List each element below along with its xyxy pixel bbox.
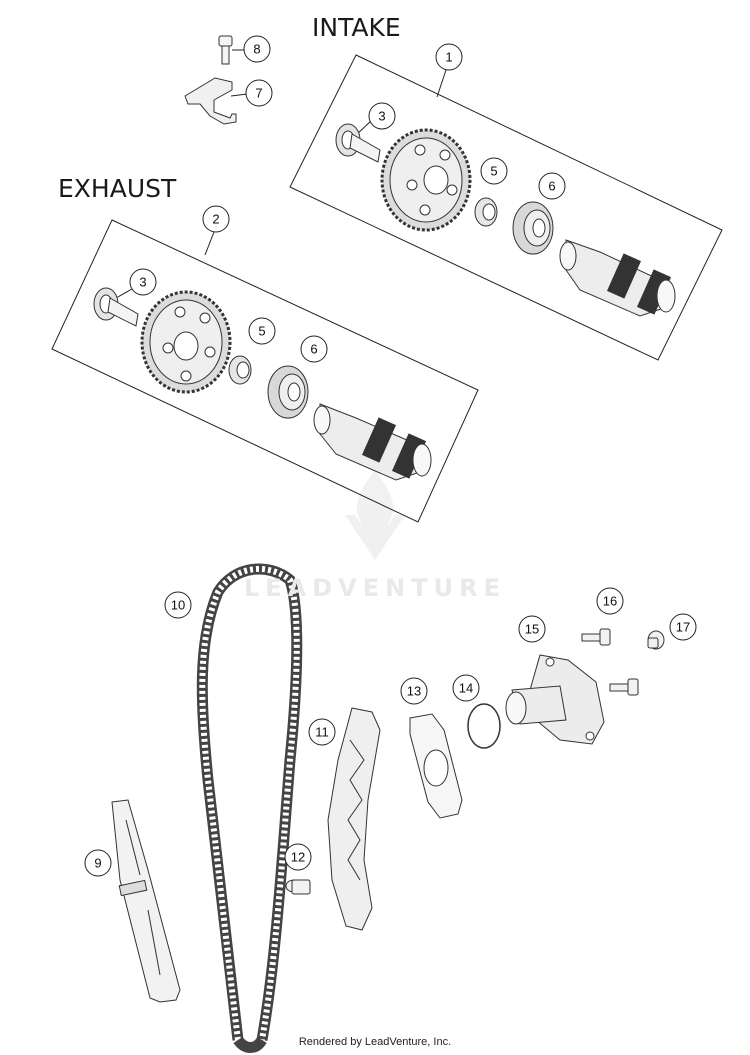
o-ring-14 (467, 703, 501, 749)
chain-guide-9 (111, 799, 181, 1003)
bearing-6-intake (512, 201, 554, 255)
seal-5-exhaust (228, 355, 252, 385)
sprocket-intake (380, 128, 472, 232)
callout-11: 11 (315, 725, 329, 740)
gasket-13 (409, 713, 463, 819)
callout-6-intake: 6 (548, 179, 555, 194)
callout-5-exhaust: 5 (258, 324, 265, 339)
bracket-7 (184, 77, 237, 125)
tensioner-rail-11 (327, 707, 381, 931)
callout-8: 8 (253, 42, 260, 57)
callout-numbers: 1 2 3 3 5 5 6 6 7 8 9 10 11 12 13 14 15 … (94, 42, 690, 871)
callout-16: 16 (603, 594, 617, 609)
intake-heading: INTAKE (312, 13, 401, 42)
chain-tensioner-15 (505, 654, 605, 745)
callout-6-exhaust: 6 (310, 342, 317, 357)
bearing-6-exhaust (267, 365, 309, 419)
seal-5-intake (474, 197, 498, 227)
camshaft-intake (559, 239, 676, 317)
callout-3-intake: 3 (378, 109, 385, 124)
callout-9: 9 (94, 856, 101, 871)
callout-17: 17 (676, 620, 690, 635)
camshaft-exhaust (313, 403, 432, 481)
leader-lines (115, 49, 447, 299)
callout-7: 7 (255, 86, 262, 101)
callout-10: 10 (171, 598, 185, 613)
callouts (84, 35, 697, 877)
bolt-8 (218, 35, 233, 65)
exhaust-assembly-frame (51, 219, 479, 523)
callout-12: 12 (291, 850, 305, 865)
callout-5-intake: 5 (490, 164, 497, 179)
washer-bolt-3-exhaust (93, 287, 139, 327)
timing-chain-10 (196, 563, 303, 1053)
exhaust-heading: EXHAUST (58, 174, 177, 203)
callout-15: 15 (525, 622, 539, 637)
bolt-16 (581, 628, 639, 696)
plug-17 (647, 630, 665, 650)
footer-credit: Rendered by LeadVenture, Inc. (298, 1036, 452, 1048)
watermark-logo (345, 470, 405, 560)
callout-13: 13 (407, 684, 421, 699)
callout-3-exhaust: 3 (139, 275, 146, 290)
watermark-text: LEADVENTURE (244, 574, 506, 602)
callout-1: 1 (445, 50, 452, 65)
callout-14: 14 (459, 681, 473, 696)
sprocket-exhaust (140, 290, 232, 394)
washer-bolt-3-intake (335, 123, 381, 163)
pivot-bolt-12 (285, 879, 311, 895)
callout-2: 2 (212, 212, 219, 227)
intake-assembly-frame (289, 54, 723, 361)
